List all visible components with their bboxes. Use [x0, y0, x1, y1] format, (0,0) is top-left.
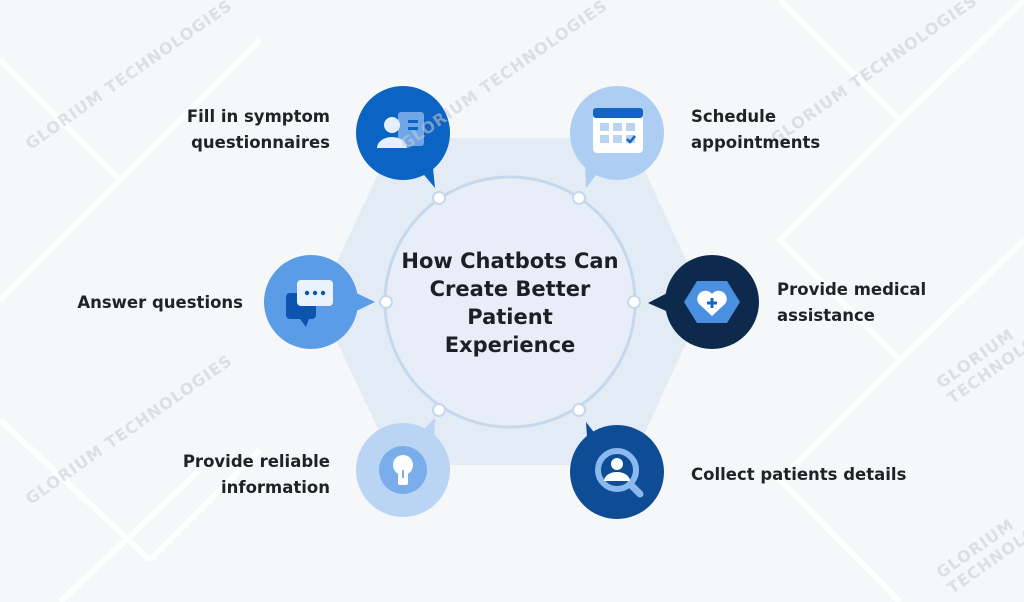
chat-bubbles-icon	[286, 280, 333, 327]
lightbulb-icon	[379, 446, 427, 494]
medical-heart-icon	[684, 281, 740, 323]
label-collect: Collect patients details	[691, 465, 907, 484]
label-medical: Provide medical assistance	[777, 280, 927, 325]
bubble-symptom	[356, 86, 450, 188]
diagram-title: How Chatbots Can Create Better Patient E…	[401, 249, 619, 357]
label-information: Provide reliable information	[182, 452, 330, 497]
calendar-icon	[593, 108, 643, 153]
patient-card-icon	[377, 112, 424, 148]
bubble-medical	[648, 255, 759, 349]
user-search-icon	[595, 448, 644, 498]
label-schedule: Schedule appointments	[691, 107, 821, 152]
bubble-information	[356, 418, 450, 517]
bubble-answer	[264, 255, 375, 349]
label-answer: Answer questions	[77, 293, 243, 312]
ring-nodes	[379, 191, 641, 417]
bubble-collect	[570, 422, 664, 519]
bubble-schedule	[570, 86, 664, 188]
label-symptom: Fill in symptom questionnaires	[186, 107, 330, 152]
